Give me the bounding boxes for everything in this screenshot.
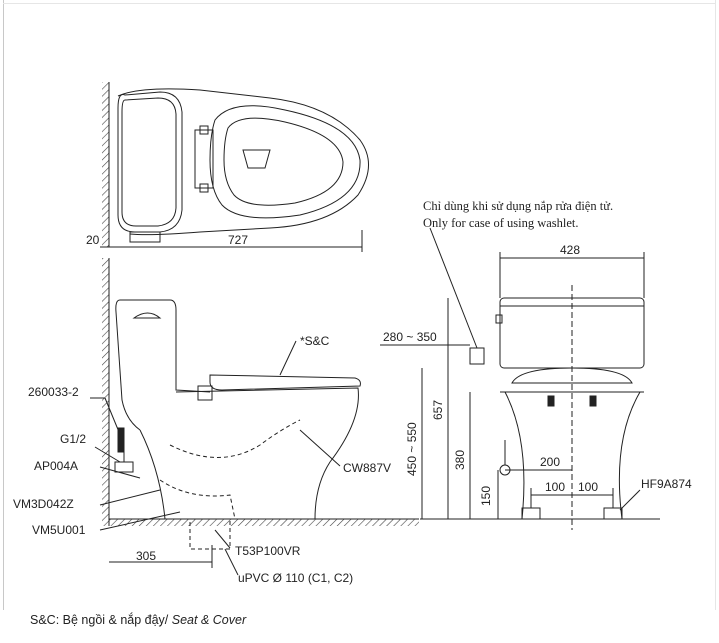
top-bottom-fitting xyxy=(129,231,161,243)
leader-t53p xyxy=(214,529,231,549)
top-dim-width-label: 727 xyxy=(228,233,248,247)
side-bowl xyxy=(175,387,359,520)
label-seat-cover: *S&C xyxy=(300,334,330,348)
note-vi: Chỉ dùng khi sử dụng nắp rửa điện tử. xyxy=(423,199,613,213)
label-cw887v: CW887V xyxy=(343,461,391,475)
front-dim-bolt-r-label: 100 xyxy=(578,480,598,494)
top-drain xyxy=(242,149,271,169)
frame-border-top xyxy=(3,3,715,4)
front-dim-height-label: 657 xyxy=(431,400,445,420)
side-wall-hatch xyxy=(102,258,109,526)
top-seat-opening xyxy=(223,117,344,206)
front-dim-inlet-label: 380 xyxy=(453,450,467,470)
top-hinge-pin-b xyxy=(199,183,209,193)
front-washlet-outlet xyxy=(469,347,485,365)
leader-cw887v xyxy=(299,429,341,467)
side-flush-button xyxy=(132,312,162,319)
front-dim-base-label: 150 xyxy=(479,486,493,506)
front-foot-r xyxy=(603,507,623,520)
frame-border-left xyxy=(3,0,4,610)
front-pedestal-l xyxy=(504,391,525,520)
side-dim-305-label: 305 xyxy=(136,549,156,563)
top-view xyxy=(100,82,369,252)
top-wall-hatch xyxy=(102,82,109,247)
front-view xyxy=(380,227,660,530)
label-vm5u001: VM5U001 xyxy=(32,523,86,537)
leader-vm5u xyxy=(99,511,181,531)
leader-260033-b xyxy=(104,397,120,433)
top-seat xyxy=(209,105,361,219)
top-hinge xyxy=(194,129,214,189)
label-ap004a: AP004A xyxy=(34,459,78,473)
side-floor-hatch xyxy=(109,519,419,526)
front-tank-handle xyxy=(495,314,503,324)
front-foot-l xyxy=(521,507,541,520)
footer-en: Seat & Cover xyxy=(171,613,247,627)
label-t53p100vr: T53P100VR xyxy=(235,544,301,558)
side-trap-outlet xyxy=(159,479,236,520)
leader-hf9a874 xyxy=(619,489,641,511)
top-tank xyxy=(117,91,183,233)
front-pedestal-r xyxy=(618,391,641,520)
front-dim-width-label: 428 xyxy=(560,243,580,257)
leader-washlet xyxy=(429,227,478,349)
label-vm3d042z: VM3D042Z xyxy=(13,497,74,511)
label-260033: 260033-2 xyxy=(28,385,79,399)
side-angle-valve xyxy=(114,461,134,473)
leader-vm3d xyxy=(99,489,161,506)
side-seat-cover xyxy=(209,374,361,391)
side-trap xyxy=(169,419,301,458)
leader-pipe xyxy=(224,548,239,576)
front-bolt-r xyxy=(589,395,597,407)
footer-legend: S&C: Bệ ngồi & nắp đậy/ Seat & Cover xyxy=(30,613,246,627)
side-view xyxy=(90,258,419,576)
front-dim-seat-label: 450 ~ 550 xyxy=(405,422,419,476)
front-dim-offset-label: 200 xyxy=(540,455,560,469)
side-pedestal-back xyxy=(139,429,166,520)
front-dim-outlet-label: 280 ~ 350 xyxy=(383,330,437,344)
leader-seat xyxy=(279,340,297,376)
leader-g12 xyxy=(94,446,121,463)
side-tank-back xyxy=(115,299,141,431)
top-hinge-pin-a xyxy=(199,125,209,135)
label-hf9a874: HF9A874 xyxy=(641,477,692,491)
frame-border-right xyxy=(715,0,716,610)
side-tank xyxy=(120,299,211,393)
label-pipe: uPVC Ø 110 (C1, C2) xyxy=(238,571,353,585)
top-dim-wall-label: 20 xyxy=(86,233,100,247)
front-dim-bolt-l-label: 100 xyxy=(545,480,565,494)
footer-vi: S&C: Bệ ngồi & nắp đậy/ xyxy=(30,613,169,627)
note-en: Only for case of using washlet. xyxy=(423,216,579,230)
leader-ap004a xyxy=(99,466,141,479)
front-bolt-l xyxy=(547,395,555,407)
top-tank-inner xyxy=(121,97,177,227)
top-bowl-outline xyxy=(117,88,369,236)
side-hinge xyxy=(197,385,213,401)
label-g12: G1/2 xyxy=(60,432,86,446)
side-supply-valve xyxy=(117,427,125,453)
